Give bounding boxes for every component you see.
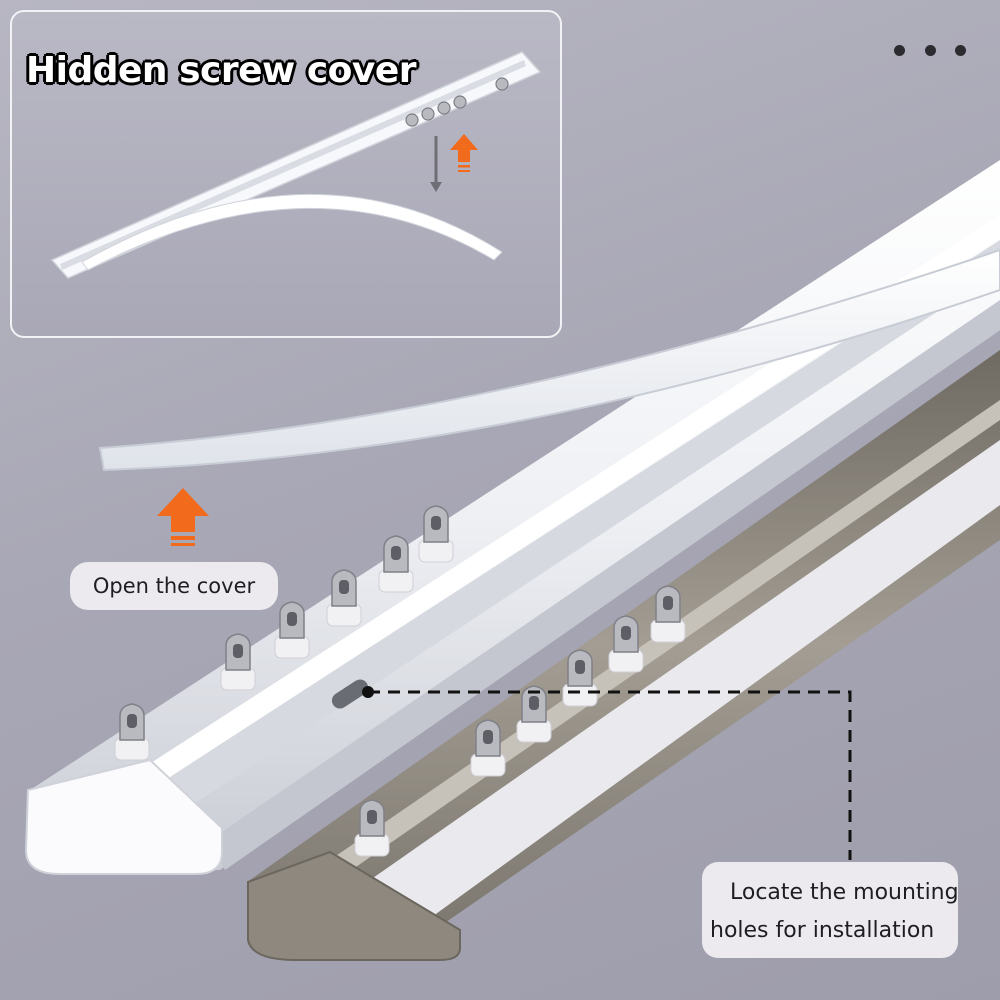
inset-title: Hidden screw cover bbox=[26, 50, 417, 91]
locate-holes-callout: Locate the mounting holes for installati… bbox=[702, 862, 959, 958]
up-arrow-icon bbox=[157, 488, 209, 546]
screw-cover-strip bbox=[98, 248, 1000, 472]
inset-track-illustration bbox=[50, 51, 542, 279]
open-cover-callout: Open the cover bbox=[70, 562, 278, 610]
more-dots-icon[interactable] bbox=[894, 38, 966, 62]
locate-holes-line-2: holes for installation bbox=[710, 918, 935, 943]
menu-dot bbox=[924, 44, 936, 56]
inset-panel: Hidden screw cover bbox=[10, 10, 562, 338]
menu-dot bbox=[955, 44, 966, 56]
mounting-hole-leader bbox=[362, 686, 852, 860]
menu-dot bbox=[894, 44, 905, 56]
locate-holes-line-1: Locate the mounting bbox=[730, 880, 959, 905]
